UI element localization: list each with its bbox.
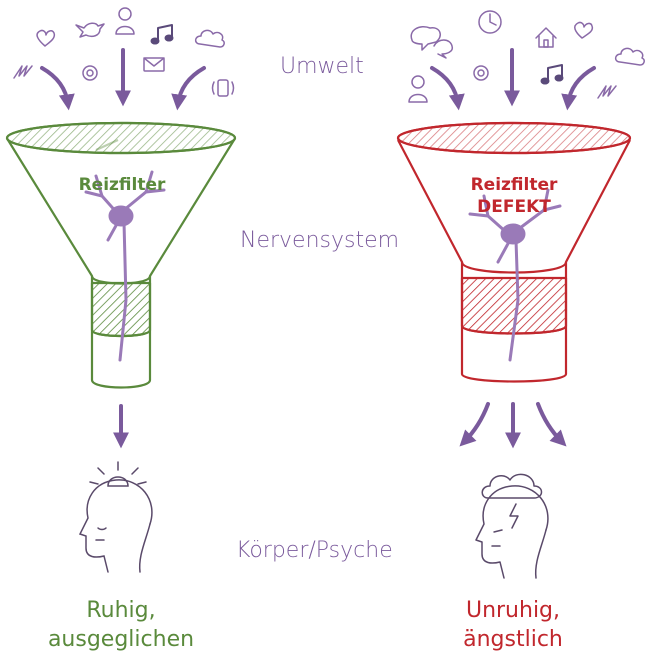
arrow-out-left: [464, 404, 488, 442]
right-input-arrows: [432, 50, 594, 104]
arrow-right-curved: [568, 68, 594, 104]
left-filter-label: Reizfilter: [64, 175, 180, 196]
left-result-line2: ausgeglichen: [21, 625, 221, 654]
lightning-icon: [14, 66, 32, 78]
lightning-icon: [598, 86, 616, 98]
arrow-left-curved: [42, 68, 68, 104]
heart-icon: [37, 30, 54, 46]
right-funnel: [398, 123, 630, 382]
phone-ringing-icon: [213, 80, 234, 96]
sun-head-icon: [80, 462, 152, 572]
label-environment: Umwelt: [280, 54, 364, 79]
right-filter-label-line1: Reizfilter: [456, 175, 572, 196]
left-input-arrows: [42, 50, 204, 104]
left-funnel-neck-hatch: [92, 283, 150, 336]
cloud-icon: [616, 48, 645, 65]
right-output-arrows: [464, 404, 562, 442]
arrow-left-curved: [432, 68, 458, 104]
right-filter-label-line2: DEFEKT: [456, 197, 572, 218]
label-nervous-system: Nervensystem: [240, 228, 399, 253]
arrow-right-curved: [178, 68, 204, 104]
arrow-out-right: [538, 404, 562, 442]
music-note-icon: [152, 25, 173, 44]
person-icon: [116, 8, 134, 34]
heart-icon: [575, 22, 593, 38]
at-sign-icon: [474, 66, 488, 80]
person-icon: [409, 76, 427, 102]
at-sign-icon: [83, 66, 97, 80]
speech-bubbles-icon: [411, 27, 452, 58]
music-note-icon: [542, 65, 563, 84]
cloud-icon: [196, 30, 225, 47]
mail-icon: [144, 58, 164, 71]
clock-icon: [479, 11, 501, 33]
right-input-icons: [409, 11, 644, 102]
left-result-line1: Ruhig,: [21, 596, 221, 625]
label-body-psyche: Körper/Psyche: [236, 538, 393, 563]
right-result-line2: ängstlich: [413, 625, 613, 654]
storm-cloud-head-icon: [476, 474, 548, 578]
right-result-line1: Unruhig,: [413, 596, 613, 625]
bird-icon: [76, 23, 104, 37]
house-icon: [536, 28, 556, 47]
